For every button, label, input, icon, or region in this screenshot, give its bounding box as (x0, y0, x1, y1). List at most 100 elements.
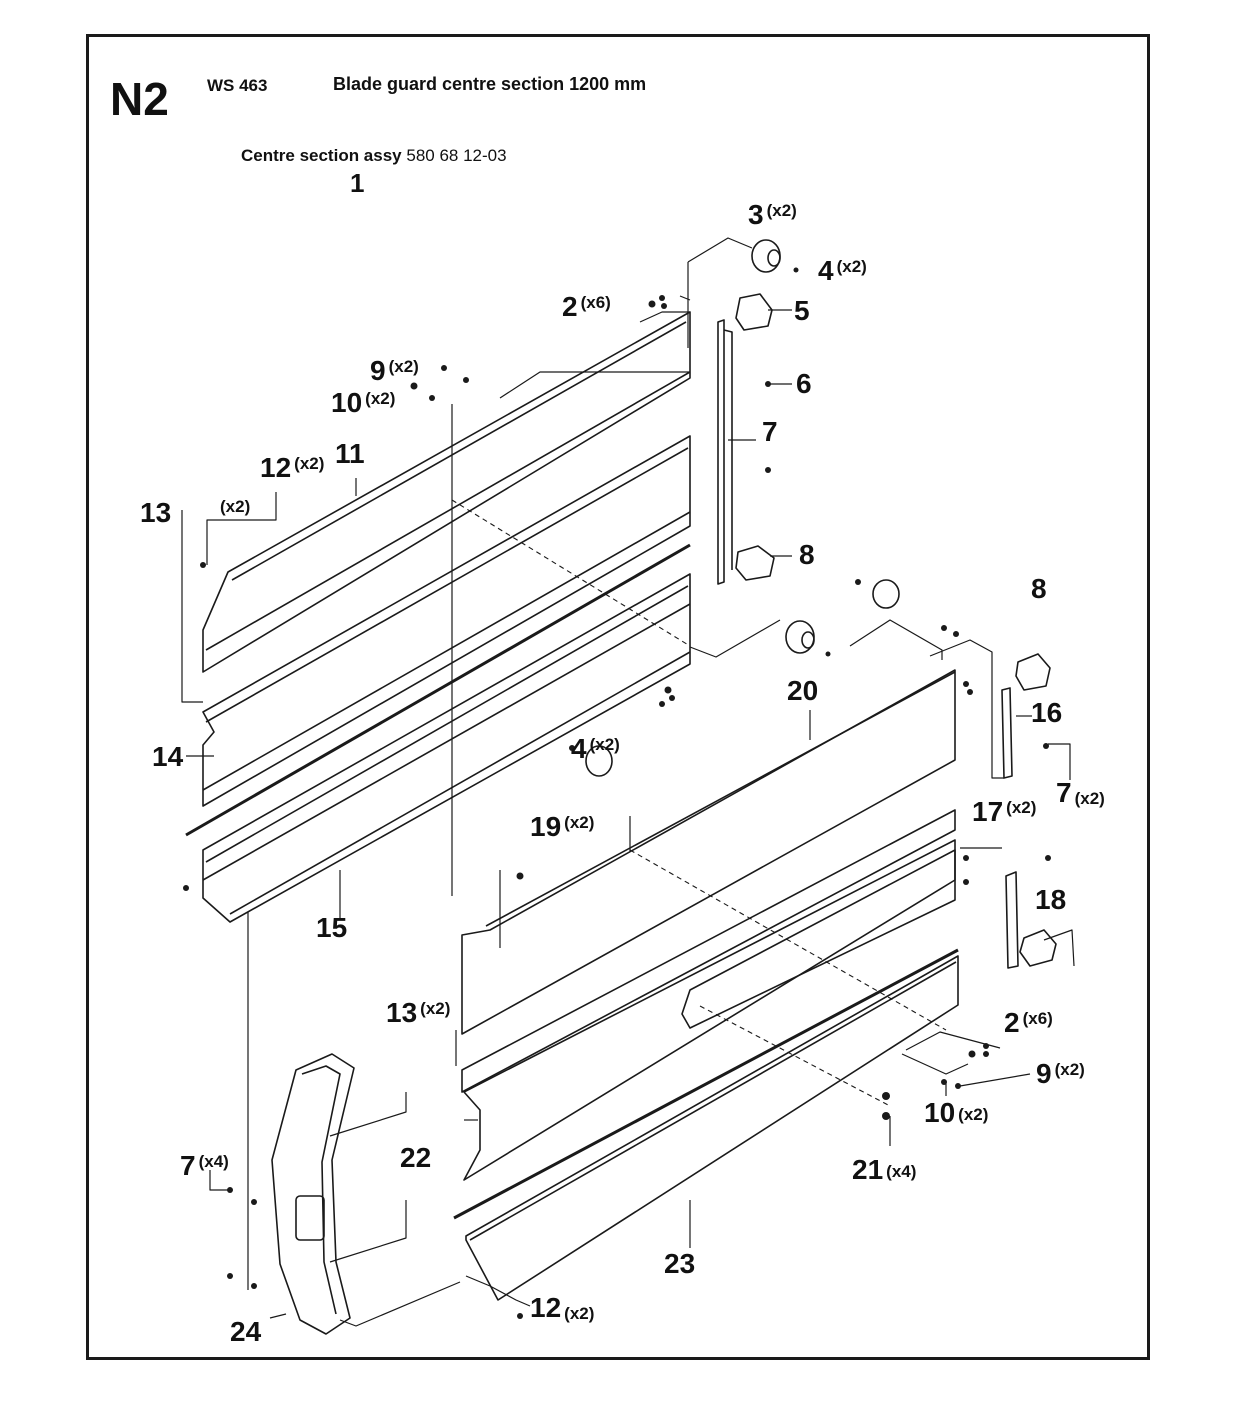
callout-number: 21 (852, 1154, 884, 1185)
rail-7 (717, 319, 733, 585)
callout-9-bottom: 9(x2) (1036, 1060, 1085, 1088)
panel-23 (465, 955, 959, 1301)
diagram-title: Blade guard centre section 1200 mm (333, 74, 647, 94)
callout-13-top: 13 (140, 499, 174, 527)
callout-qty: (x6) (580, 293, 611, 312)
callout-number: 2 (1004, 1007, 1020, 1038)
callout-5: 5 (794, 297, 813, 325)
callout-number: 4 (818, 255, 834, 286)
callout-number: 22 (400, 1142, 432, 1173)
callout-number: 4 (571, 733, 587, 764)
callout-number: 16 (1031, 697, 1063, 728)
drawing-frame (86, 34, 1150, 1360)
callout-number: 17 (972, 796, 1004, 827)
panel-14 (202, 435, 691, 807)
callout-qty: (x2) (220, 497, 251, 516)
callout-19: 19(x2) (530, 813, 594, 841)
callout-number: 8 (799, 539, 815, 570)
callout-qty: (x2) (1054, 1060, 1085, 1079)
model-name: WS 463 (207, 76, 268, 95)
bracket-18 (1005, 871, 1019, 969)
callout-4-top: 4(x2) (818, 257, 867, 285)
bracket-18-plate (1019, 929, 1057, 967)
callout-number: 12 (260, 452, 292, 483)
callout-qty: (x2) (958, 1105, 989, 1124)
callout-18: 18 (1035, 886, 1069, 914)
callout-number: 9 (370, 355, 386, 386)
callout-number: 19 (530, 811, 562, 842)
callout-qty: (x2) (294, 454, 325, 473)
callout-number: 20 (787, 675, 819, 706)
slide-profile-17 (461, 809, 956, 1093)
rod-13-lower (453, 948, 959, 1220)
callout-24: 24 (230, 1318, 264, 1346)
callout-9-top: 9(x2) (370, 357, 419, 385)
callout-number: 13 (386, 997, 418, 1028)
callout-number: 9 (1036, 1058, 1052, 1089)
panel-20 (461, 669, 956, 1035)
callout-3: 3(x2) (748, 201, 797, 229)
callout-number: 7 (180, 1150, 196, 1181)
callout-7-rail: 7 (762, 418, 781, 446)
roller-right (872, 579, 900, 609)
callout-qty: (x2) (1006, 798, 1037, 817)
callout-10-top: 10(x2) (331, 389, 395, 417)
callout-qty: (x2) (564, 813, 595, 832)
callout-number: 15 (316, 912, 348, 943)
callout-number: 6 (796, 368, 812, 399)
callout-qty: (x4) (886, 1162, 917, 1181)
callout-4-middle: 4(x2) (571, 735, 620, 763)
callout-qty: (x2) (564, 1304, 595, 1323)
callout-qty: (x4) (198, 1152, 229, 1171)
end-cap-24 (271, 1053, 355, 1335)
callout-6: 6 (796, 370, 815, 398)
callout-20: 20 (787, 677, 821, 705)
assembly-part-number: 580 68 12-03 (406, 146, 507, 165)
callout-2-top: 2(x6) (562, 293, 611, 321)
callout-13-bottom: 13(x2) (386, 999, 450, 1027)
assembly-caption: Centre section assy 580 68 12-03 (241, 146, 507, 166)
callout-7-bottom: 7(x4) (180, 1152, 229, 1180)
assembly-item-number: 1 (350, 168, 365, 198)
callout-23: 23 (664, 1250, 698, 1278)
callout-qty-only: (x2) (217, 489, 250, 517)
bracket-5 (735, 293, 773, 331)
callout-14: 14 (152, 743, 186, 771)
callout-12-top: 12(x2) (260, 454, 324, 482)
callout-12-bottom: 12(x2) (530, 1294, 595, 1323)
roller-middle (785, 620, 815, 654)
callout-22: 22 (400, 1144, 434, 1172)
callout-number: 13 (140, 497, 172, 528)
callout-number: 2 (562, 291, 578, 322)
callout-number: 3 (748, 199, 764, 230)
callout-qty: (x6) (1022, 1009, 1053, 1028)
callout-16: 16 (1031, 699, 1065, 727)
callout-number: 14 (152, 741, 184, 772)
callout-number: 24 (230, 1316, 262, 1347)
callout-qty: (x2) (420, 999, 451, 1018)
callout-number: 18 (1035, 884, 1067, 915)
callout-qty: (x2) (836, 257, 867, 276)
callout-11: 11 (335, 440, 368, 468)
callout-number: 7 (762, 416, 778, 447)
bracket-8-right (1015, 653, 1051, 691)
roller-upper (751, 239, 781, 273)
callout-8-upper: 8 (799, 541, 818, 569)
callout-qty: (x2) (766, 201, 797, 220)
callout-number: 7 (1056, 777, 1072, 808)
callout-2-bottom: 2(x6) (1004, 1009, 1053, 1037)
callout-qty: (x2) (388, 357, 419, 376)
roller-19 (585, 745, 613, 777)
callout-15: 15 (316, 914, 350, 942)
callout-8-right: 8 (1031, 575, 1050, 603)
assembly-label: Centre section assy (241, 146, 402, 165)
callout-qty: (x2) (365, 389, 396, 408)
callout-10-bottom: 10(x2) (924, 1099, 988, 1127)
bracket-8-upper (735, 545, 775, 581)
callout-qty: (x2) (589, 735, 620, 754)
callout-number: 5 (794, 295, 810, 326)
panel-15 (202, 573, 691, 923)
callout-number: 10 (331, 387, 363, 418)
